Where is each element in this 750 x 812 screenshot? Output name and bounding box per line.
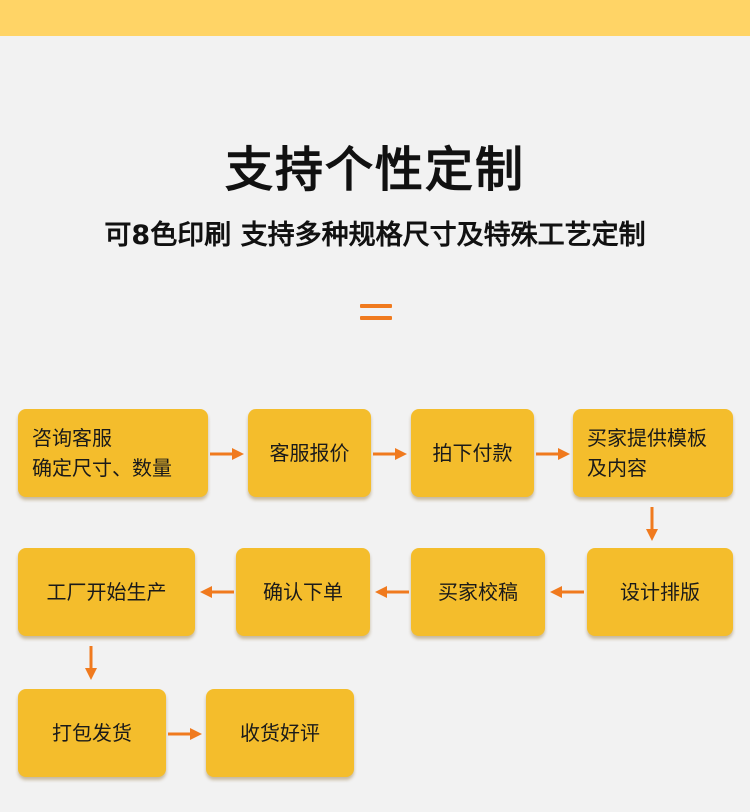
step-production: 工厂开始生产 xyxy=(18,548,195,636)
step-production-label: 工厂开始生产 xyxy=(46,580,167,604)
step-review: 收货好评 xyxy=(206,689,354,777)
step-review-label: 收货好评 xyxy=(240,721,320,745)
step-proofread: 买家校稿 xyxy=(411,548,545,636)
step-quote-label: 客服报价 xyxy=(269,441,350,465)
arrow-right-icon xyxy=(373,448,407,460)
step-packing: 打包发货 xyxy=(18,689,166,777)
step-consult: 咨询客服 确定尺寸、数量 xyxy=(18,409,208,497)
step-confirm-order: 确认下单 xyxy=(236,548,370,636)
arrow-left-icon xyxy=(375,586,409,598)
arrow-right-icon xyxy=(536,448,570,460)
step-provide-template-label: 买家提供模板 及内容 xyxy=(587,426,707,480)
step-proofread-label: 买家校稿 xyxy=(438,580,518,604)
step-packing-label: 打包发货 xyxy=(52,721,132,745)
step-confirm-order-label: 确认下单 xyxy=(263,580,343,604)
step-payment: 拍下付款 xyxy=(411,409,534,497)
arrow-right-icon xyxy=(210,448,244,460)
step-payment-label: 拍下付款 xyxy=(432,441,513,465)
step-consult-label: 咨询客服 确定尺寸、数量 xyxy=(32,426,172,480)
step-design: 设计排版 xyxy=(587,548,733,636)
arrow-right-icon xyxy=(168,728,202,740)
step-quote: 客服报价 xyxy=(248,409,371,497)
equals-divider-icon xyxy=(360,304,392,322)
arrow-left-icon xyxy=(550,586,584,598)
top-band xyxy=(0,0,750,36)
arrow-down-icon xyxy=(646,507,658,541)
arrow-down-icon xyxy=(85,646,97,680)
page-subtitle: 可8色印刷 支持多种规格尺寸及特殊工艺定制 xyxy=(104,220,646,251)
step-design-label: 设计排版 xyxy=(620,580,700,604)
arrow-left-icon xyxy=(200,586,234,598)
page-title: 支持个性定制 xyxy=(224,142,525,198)
step-provide-template: 买家提供模板 及内容 xyxy=(573,409,733,497)
